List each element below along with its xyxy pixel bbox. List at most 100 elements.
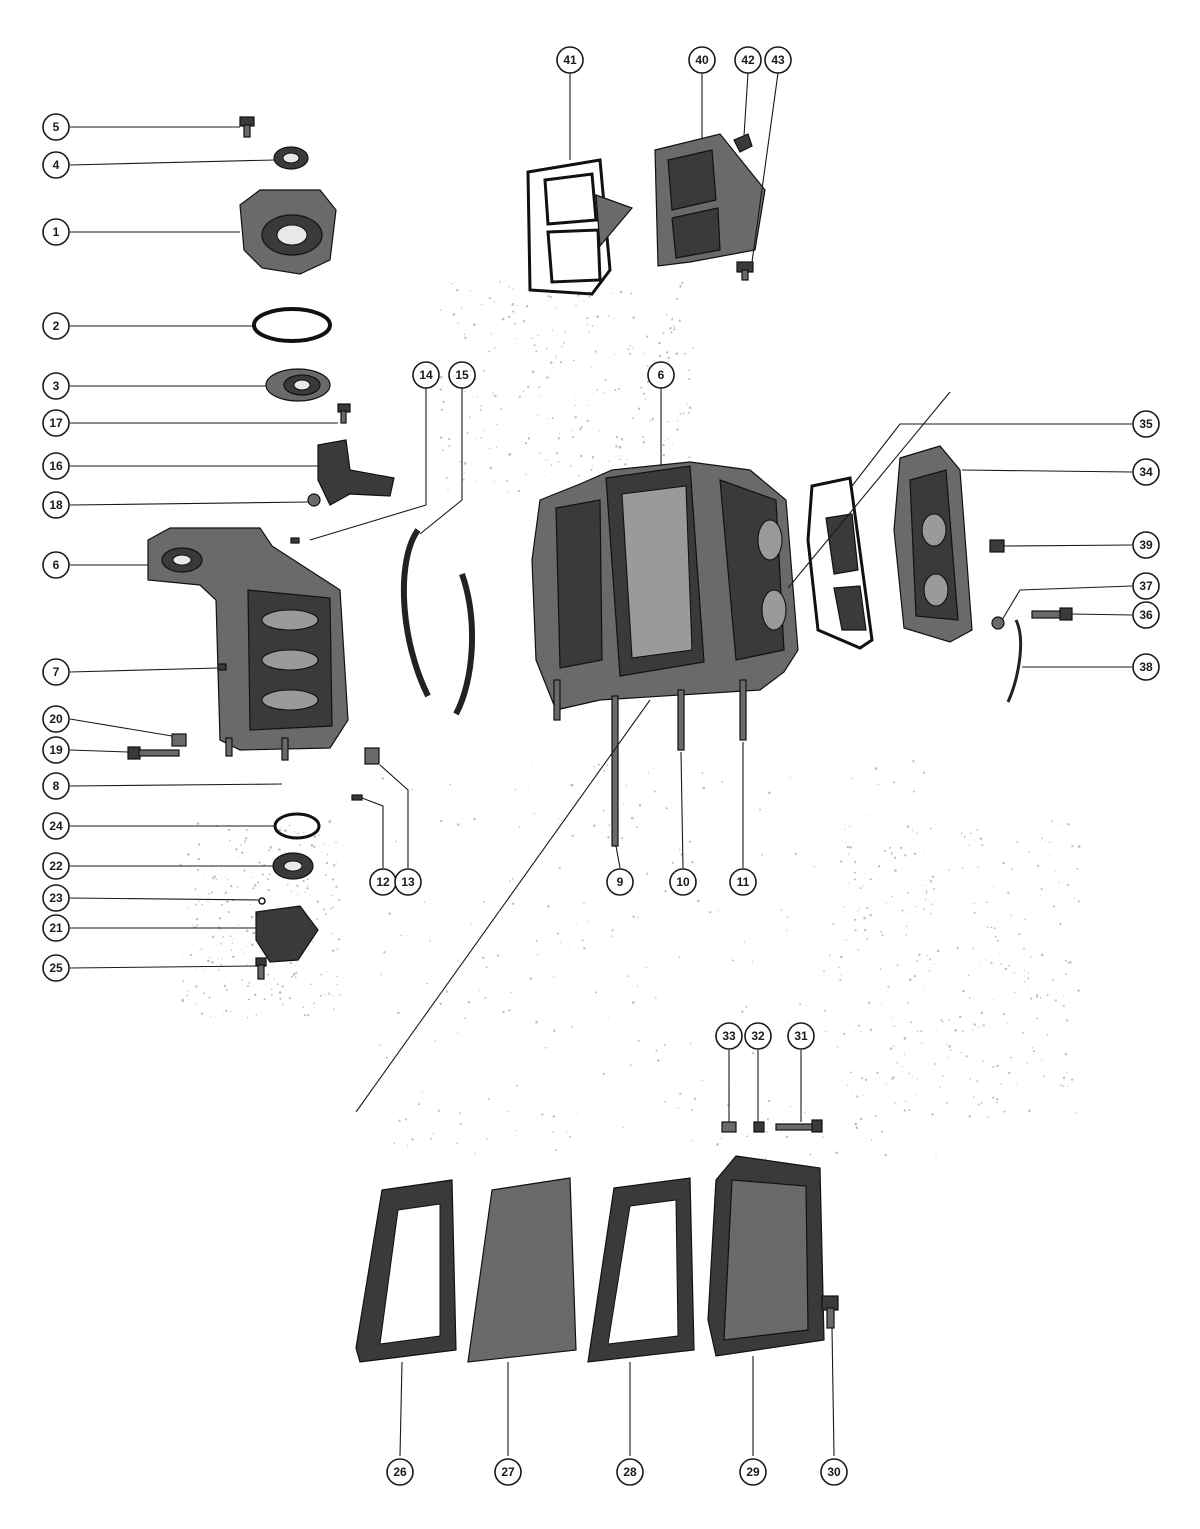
speckle-dot (331, 878, 335, 881)
speckle-dot (588, 295, 591, 298)
part-38-wire (1006, 619, 1023, 703)
speckle-dot (942, 1021, 944, 1023)
speckle-dot (866, 937, 869, 940)
speckle-dot (595, 991, 597, 994)
speckle-dot (980, 1102, 983, 1104)
speckle-dot (671, 861, 674, 864)
speckle-dot (229, 1010, 232, 1013)
speckle-dot (637, 407, 641, 410)
callout-40: 40 (688, 46, 716, 74)
speckle-dot (766, 1131, 769, 1133)
speckle-dot (452, 313, 456, 316)
speckle-dot (429, 940, 431, 942)
speckle-dot (992, 886, 994, 888)
callout-43: 43 (764, 46, 792, 74)
speckle-dot (527, 785, 529, 788)
speckle-dot (903, 1109, 906, 1112)
speckle-dot (619, 290, 623, 294)
speckle-dot (970, 832, 972, 834)
speckle-dot (561, 408, 563, 410)
speckle-dot (535, 350, 538, 353)
speckle-dot (445, 476, 448, 479)
callout-11: 11 (729, 868, 757, 896)
speckle-dot (824, 1009, 827, 1012)
speckle-dot (613, 318, 615, 320)
speckle-dot (182, 979, 185, 982)
speckle-dot (889, 846, 892, 849)
speckle-dot (516, 304, 518, 307)
speckle-dot (562, 916, 564, 918)
speckle-dot (630, 816, 634, 820)
speckle-dot (939, 1086, 941, 1088)
speckle-dot (840, 955, 843, 959)
speckle-dot (528, 433, 530, 435)
speckle-dot (464, 336, 467, 340)
speckle-dot (592, 393, 595, 395)
speckle-dot (244, 840, 247, 842)
speckle-dot (894, 1102, 897, 1105)
callout-34: 34 (1132, 458, 1160, 486)
callout-22: 22 (42, 852, 70, 880)
speckle-dot (874, 1115, 877, 1118)
speckle-dot (470, 923, 472, 925)
speckle-dot (486, 1138, 488, 1140)
svg-text:40: 40 (695, 53, 709, 67)
speckle-dot (493, 481, 496, 483)
speckle-dot (746, 1135, 749, 1138)
callout-15: 15 (448, 361, 476, 389)
speckle-dot (869, 878, 872, 881)
speckle-dot (658, 354, 661, 358)
speckle-dot (278, 828, 281, 832)
svg-text:17: 17 (49, 416, 63, 430)
speckle-dot (676, 420, 679, 422)
svg-text:33: 33 (722, 1029, 736, 1043)
speckle-dot (908, 1108, 911, 1112)
speckle-dot (691, 860, 694, 864)
speckle-dot (230, 949, 233, 951)
part-33-fitting (721, 1121, 737, 1133)
speckle-dot (606, 764, 609, 767)
speckle-dot (603, 769, 606, 772)
speckle-dot (904, 854, 907, 857)
speckle-dot (555, 1149, 557, 1152)
speckle-dot (622, 804, 624, 806)
svg-text:38: 38 (1139, 660, 1153, 674)
speckle-dot (679, 1092, 682, 1095)
speckle-dot (224, 891, 227, 894)
speckle-dot (558, 866, 561, 869)
speckle-dot (583, 300, 585, 303)
speckle-dot (893, 781, 896, 784)
speckle-dot (281, 1003, 284, 1006)
speckle-dot (328, 991, 330, 993)
speckle-dot (248, 982, 250, 984)
speckle-dot (1062, 995, 1065, 997)
speckle-dot (854, 1122, 858, 1126)
speckle-dot (556, 307, 558, 310)
speckle-dot (511, 453, 513, 455)
speckle-dot (620, 837, 623, 840)
speckle-dot (918, 953, 921, 956)
speckle-dot (799, 1003, 802, 1006)
speckle-dot (291, 975, 294, 978)
speckle-dot (845, 939, 847, 941)
speckle-dot (202, 969, 204, 971)
callout-labels: 41 40 42 43 5 4 1 2 3 17 16 18 6 7 20 19… (42, 46, 1160, 1486)
speckle-dot (195, 985, 198, 988)
speckle-dot (230, 983, 232, 985)
speckle-dot (560, 941, 562, 943)
speckle-dot (869, 1028, 873, 1032)
speckle-dot (1049, 854, 1051, 856)
speckle-dot (296, 884, 299, 887)
speckle-dot (1060, 1084, 1062, 1087)
speckle-dot (388, 912, 391, 916)
speckle-dot (1062, 1004, 1065, 1007)
speckle-dot (314, 1007, 316, 1008)
speckle-dot (1002, 1065, 1004, 1067)
speckle-dot (586, 419, 589, 423)
speckle-dot (267, 888, 270, 892)
speckle-dot (319, 994, 322, 997)
speckle-dot (484, 997, 487, 999)
callout-36: 36 (1132, 601, 1160, 629)
speckle-dot (225, 988, 229, 991)
